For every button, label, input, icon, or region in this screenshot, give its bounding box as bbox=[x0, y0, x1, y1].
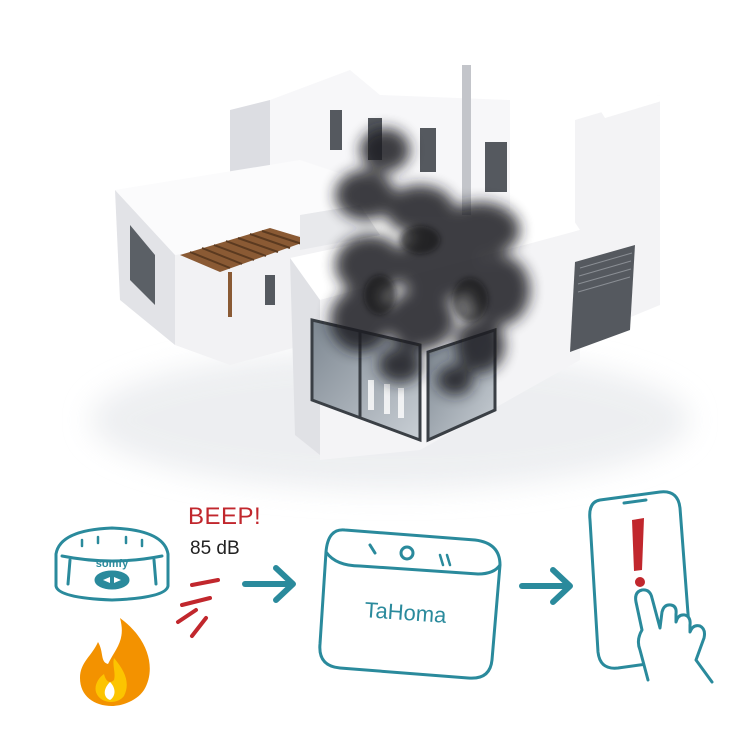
right-window bbox=[570, 245, 635, 352]
arrow-right-icon bbox=[242, 565, 296, 603]
window-upper-1 bbox=[330, 110, 342, 150]
pointing-hand-icon bbox=[634, 588, 714, 684]
pergola bbox=[180, 228, 310, 317]
beep-label: BEEP! bbox=[188, 503, 262, 530]
window-upper-3 bbox=[420, 128, 436, 172]
house-illustration bbox=[90, 65, 690, 490]
window-upper-4 bbox=[485, 142, 507, 192]
smoke-detector-icon bbox=[54, 526, 170, 602]
flame-icon bbox=[80, 618, 150, 706]
left-door bbox=[130, 225, 155, 305]
smoke-cloud bbox=[330, 128, 530, 395]
tahoma-hub-icon bbox=[318, 528, 502, 680]
arrow-right-icon bbox=[519, 567, 573, 605]
detector-brand: somfy bbox=[96, 558, 129, 570]
main-block-side bbox=[290, 258, 320, 455]
chimney bbox=[462, 65, 471, 215]
volume-label: 85 dB bbox=[190, 538, 240, 559]
hub-label: TaHoma bbox=[364, 597, 448, 628]
alert-exclamation bbox=[632, 518, 645, 587]
sound-waves-icon bbox=[176, 578, 220, 638]
left-block-roof bbox=[115, 160, 360, 255]
left-block-window bbox=[265, 275, 275, 305]
